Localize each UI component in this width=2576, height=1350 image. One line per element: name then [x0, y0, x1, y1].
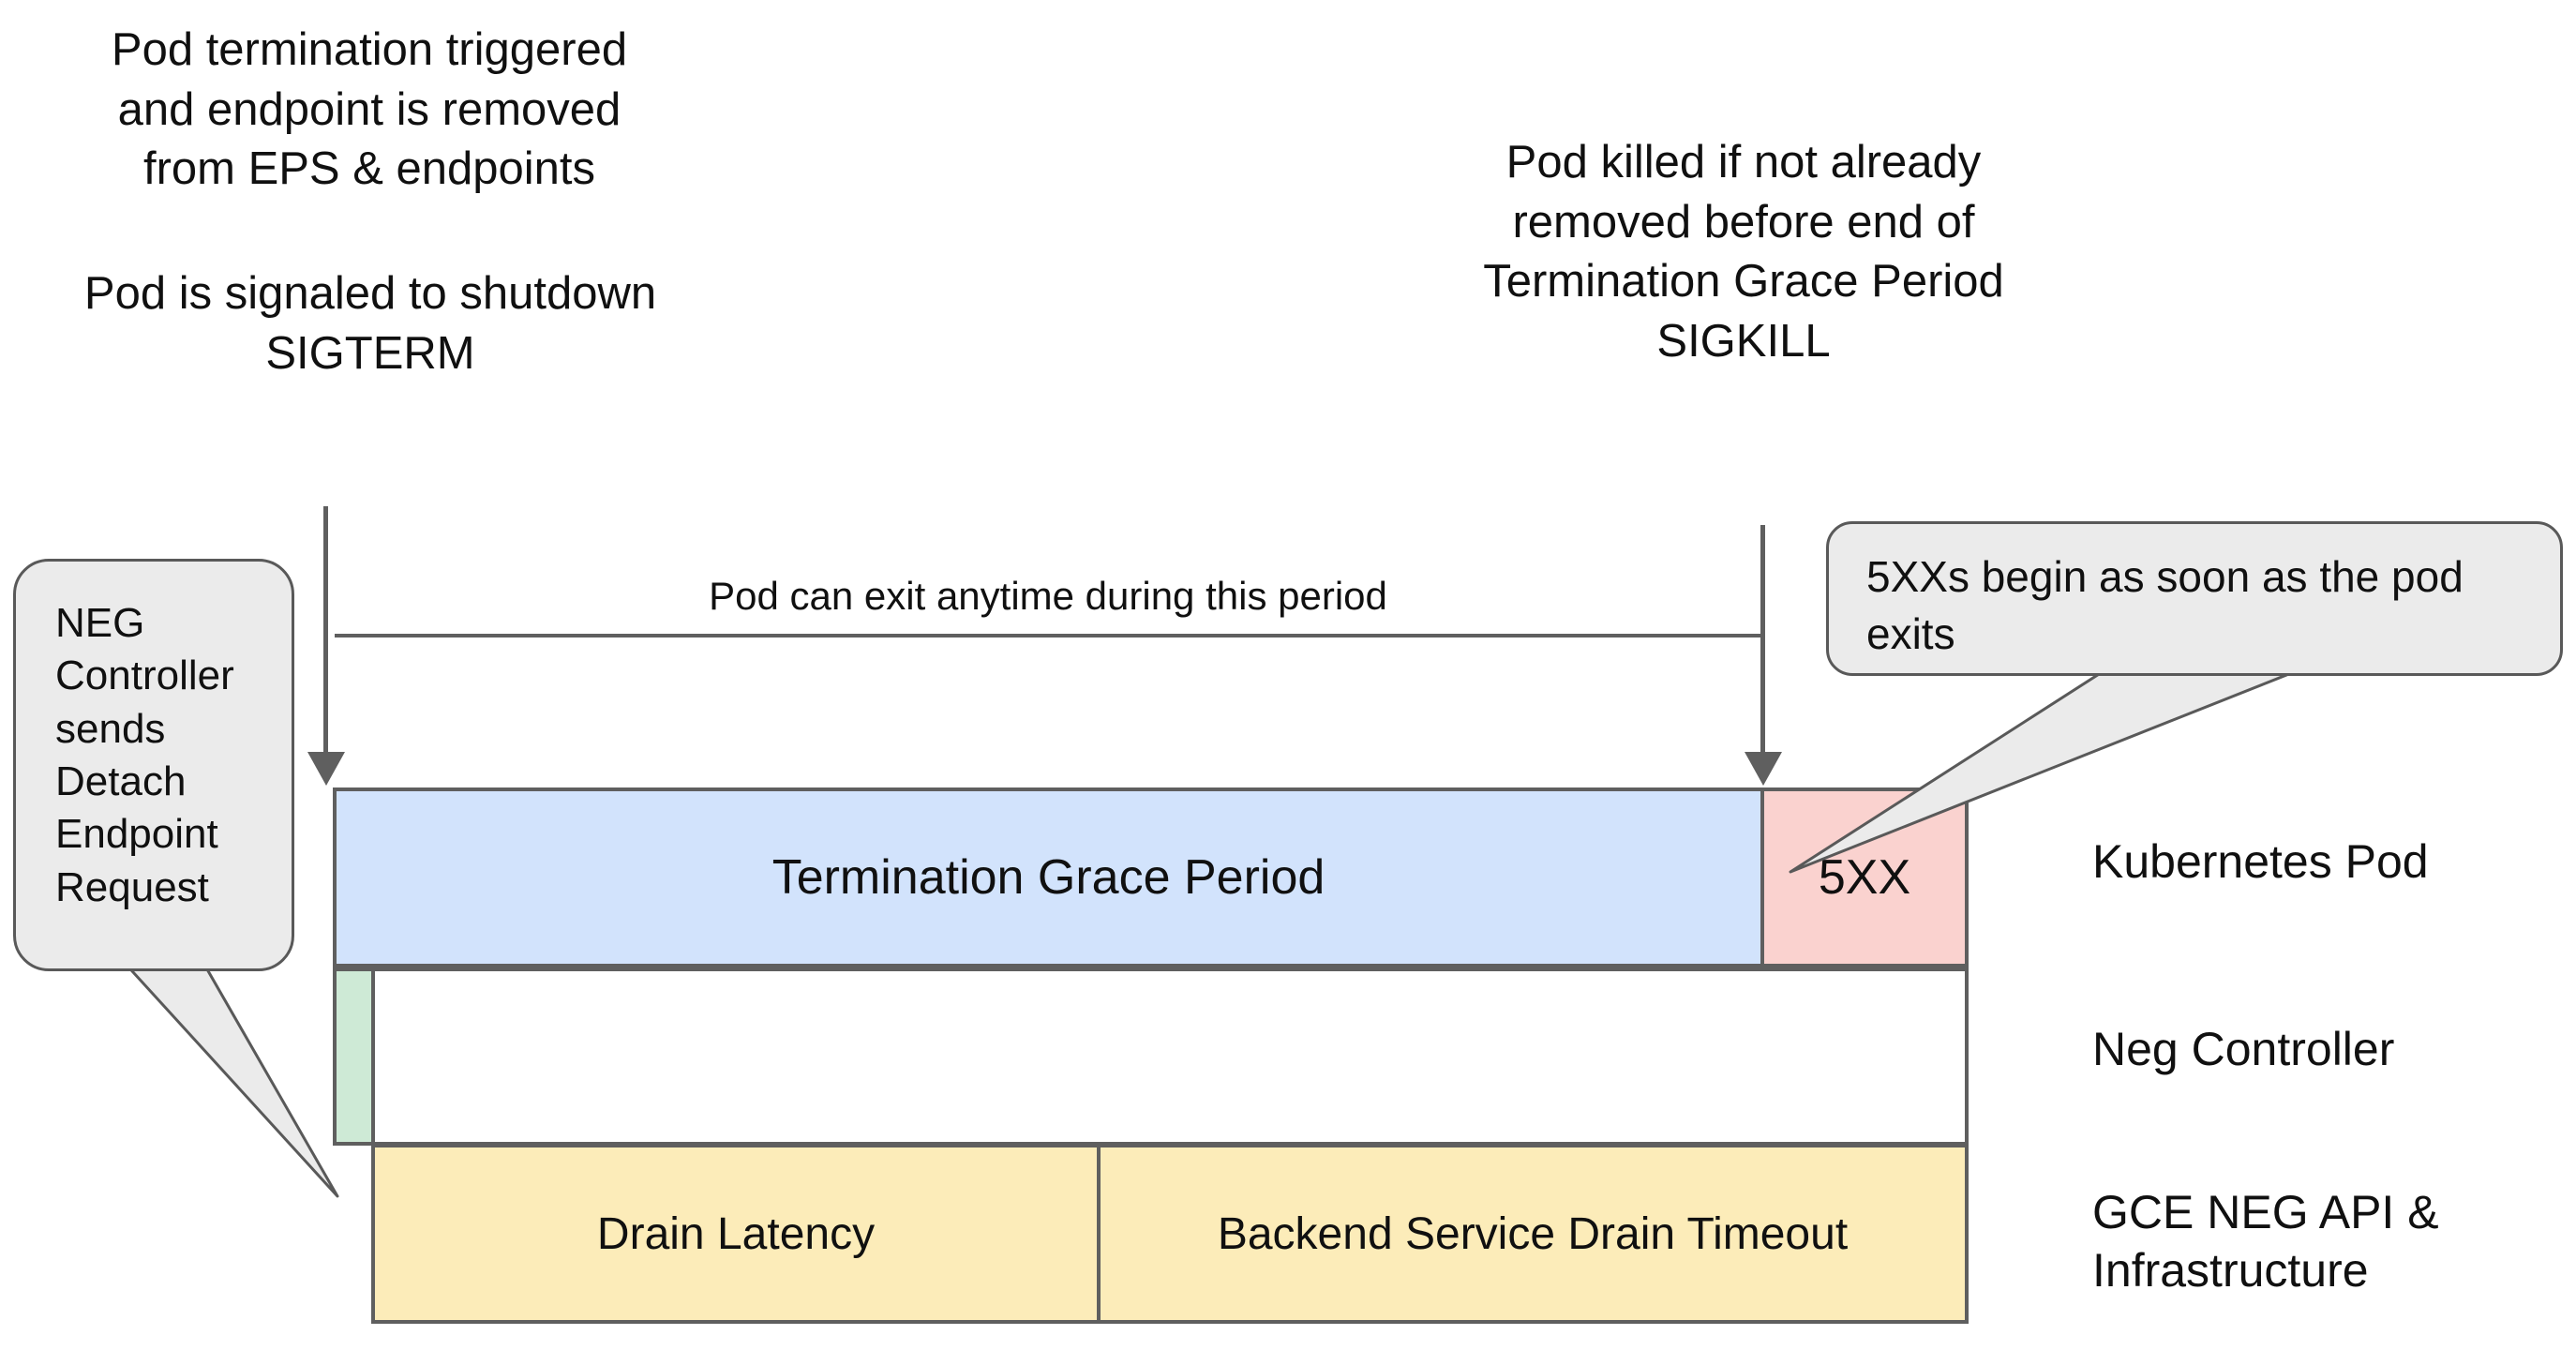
arrow-line-termination-start: [323, 506, 328, 756]
bar-label-backend-service-drain-timeout: Backend Service Drain Timeout: [1217, 1208, 1849, 1259]
arrow-head-grace-period-end: [1745, 752, 1782, 786]
callout-5xx-begin: 5XXs begin as soon as the pod exits: [1826, 521, 2563, 676]
bar-label-5xx: 5XX: [1818, 850, 1911, 905]
note-pod-killed-sigkill: Pod killed if not already removed before…: [1483, 137, 2004, 368]
bar-label-termination-grace-period: Termination Grace Period: [771, 850, 1325, 905]
bar-drain-latency: Drain Latency: [371, 1144, 1101, 1324]
bar-neg-controller-lane: [371, 968, 1969, 1146]
bar-backend-service-drain-timeout: Backend Service Drain Timeout: [1097, 1144, 1969, 1324]
note-pod-termination-triggered: Pod termination triggered and endpoint i…: [111, 24, 628, 195]
bar-5xx: 5XX: [1760, 788, 1969, 968]
bar-label-drain-latency: Drain Latency: [596, 1208, 876, 1259]
lane-label-neg-controller: Neg Controller: [2092, 1023, 2395, 1075]
callout-text-5xx-begin: 5XXs begin as soon as the pod exits: [1866, 552, 2464, 658]
span-label-pod-can-exit: Pod can exit anytime during this period: [709, 574, 1387, 618]
lane-label-kubernetes-pod: Kubernetes Pod: [2092, 835, 2429, 888]
bar-termination-grace-period: Termination Grace Period: [333, 788, 1764, 968]
lane-label-gce-neg-api: GCE NEG API & Infrastructure: [2092, 1186, 2439, 1297]
bar-neg-detach-request: [333, 968, 375, 1146]
arrow-line-grace-period-end: [1760, 525, 1765, 756]
arrow-head-termination-start: [307, 752, 345, 786]
callout-text-neg-controller: NEG Controller sends Detach Endpoint Req…: [55, 600, 234, 910]
note-pod-signaled-sigterm: Pod is signaled to shutdown SIGTERM: [83, 268, 657, 379]
callout-neg-controller: NEG Controller sends Detach Endpoint Req…: [13, 559, 294, 971]
span-rule-line: [335, 634, 1761, 638]
